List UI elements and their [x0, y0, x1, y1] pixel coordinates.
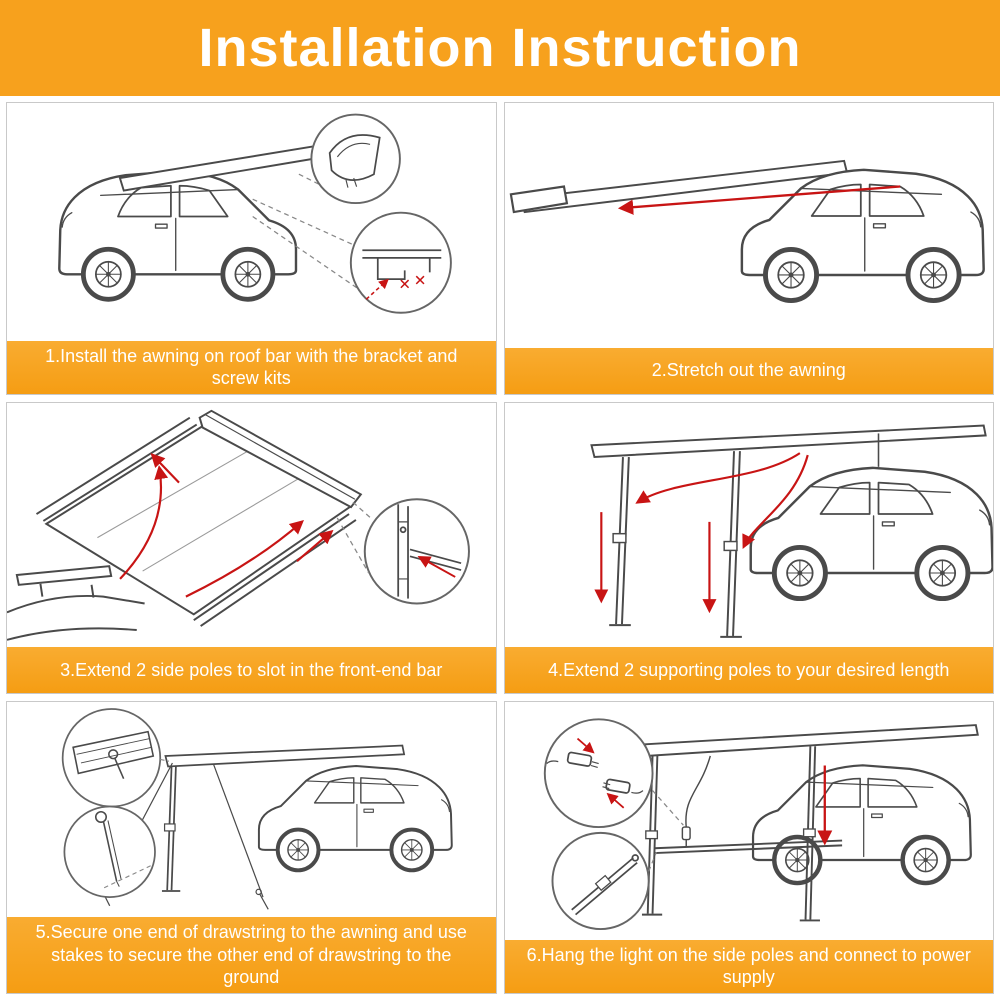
step-3-illustration [7, 403, 496, 648]
car [750, 467, 992, 598]
connect-arrows [576, 738, 624, 809]
step-caption-3: 3.Extend 2 side poles to slot in the fro… [7, 647, 496, 694]
screw-marks [365, 275, 425, 300]
zoom-leader-lines [336, 501, 372, 573]
step-panel-3: 3.Extend 2 side poles to slot in the fro… [6, 401, 497, 695]
step-6-illustration [505, 702, 994, 940]
step-panel-5: 5.Secure one end of drawstring to the aw… [6, 701, 497, 994]
steps-grid: 1.Install the awning on roof bar with th… [0, 96, 1000, 1000]
step-2-illustration [505, 103, 994, 348]
step-1-illustration [7, 103, 496, 341]
zoom-leader-lines [102, 759, 170, 890]
zoom-leader-lines [647, 790, 684, 872]
magnifier-pole-detail [551, 832, 650, 931]
car [753, 766, 971, 884]
stretch-arrow [617, 185, 900, 215]
side-pole-bar [653, 839, 842, 855]
support-poles [608, 450, 742, 638]
light-cord [681, 756, 711, 847]
support-pole [161, 766, 181, 893]
car [59, 171, 296, 299]
front-end-bar [198, 409, 363, 509]
step-panel-1: 1.Install the awning on roof bar with th… [6, 102, 497, 395]
step-caption-1: 1.Install the awning on roof bar with th… [7, 340, 496, 394]
title-banner: Installation Instruction [0, 0, 1000, 96]
step-panel-2: 2.Stretch out the awning [503, 102, 994, 395]
awning-canopy [643, 724, 979, 758]
magnifier-grommet-detail [61, 708, 162, 808]
awning-canopy [589, 424, 987, 458]
step-4-illustration [505, 403, 994, 648]
step-panel-6: 6.Hang the light on the side poles and c… [503, 701, 994, 994]
step-caption-4: 4.Extend 2 supporting poles to your desi… [504, 647, 993, 694]
step-5-illustration [7, 702, 496, 917]
car-roof-fragment [7, 564, 145, 641]
magnifier-stake-detail [63, 805, 156, 899]
extend-arrows [593, 451, 809, 613]
page-title: Installation Instruction [198, 18, 802, 78]
step-caption-2: 2.Stretch out the awning [504, 347, 993, 394]
support-poles [641, 746, 820, 922]
car [256, 764, 454, 873]
magnifier-fabric-detail [310, 113, 401, 205]
step-caption-5: 5.Secure one end of drawstring to the aw… [7, 917, 496, 993]
magnifier-slot-detail [363, 497, 470, 605]
magnifier-bracket-detail [349, 211, 452, 314]
step-panel-4: 4.Extend 2 supporting poles to your desi… [503, 401, 994, 695]
awning-canopy [164, 744, 406, 768]
slot-in-arrows [119, 452, 334, 598]
step-caption-6: 6.Hang the light on the side poles and c… [504, 939, 993, 993]
magnifier-connector-detail [543, 718, 654, 829]
fabric-seams [97, 446, 303, 572]
